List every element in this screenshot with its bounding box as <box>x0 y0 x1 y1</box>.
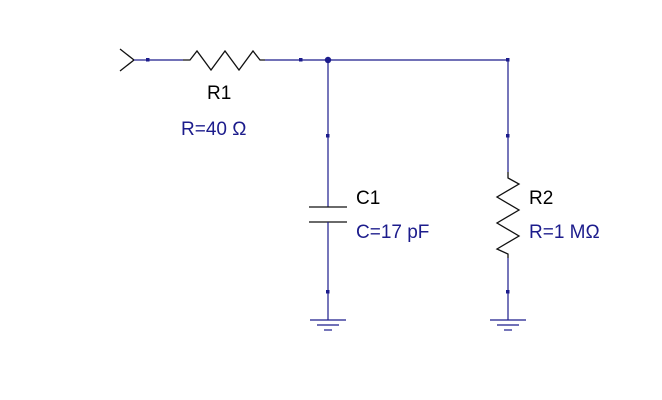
top-wire <box>148 58 510 62</box>
r2-value: R=1 MΩ <box>529 222 600 243</box>
c1-ref: C1 <box>356 188 380 209</box>
input-port <box>119 48 150 72</box>
ground-symbol-r2 <box>490 319 526 331</box>
r1-ref: R1 <box>207 83 231 104</box>
resistor-r1: R1 R=40 Ω <box>181 49 265 140</box>
r1-value: R=40 Ω <box>181 119 246 140</box>
resistor-r2: R2 R=1 MΩ <box>495 60 600 320</box>
r2-ref: R2 <box>529 188 553 209</box>
capacitor-c1: C1 C=17 pF <box>309 60 429 320</box>
ground-symbol-c1 <box>310 319 346 331</box>
c1-value: C=17 pF <box>356 222 429 243</box>
